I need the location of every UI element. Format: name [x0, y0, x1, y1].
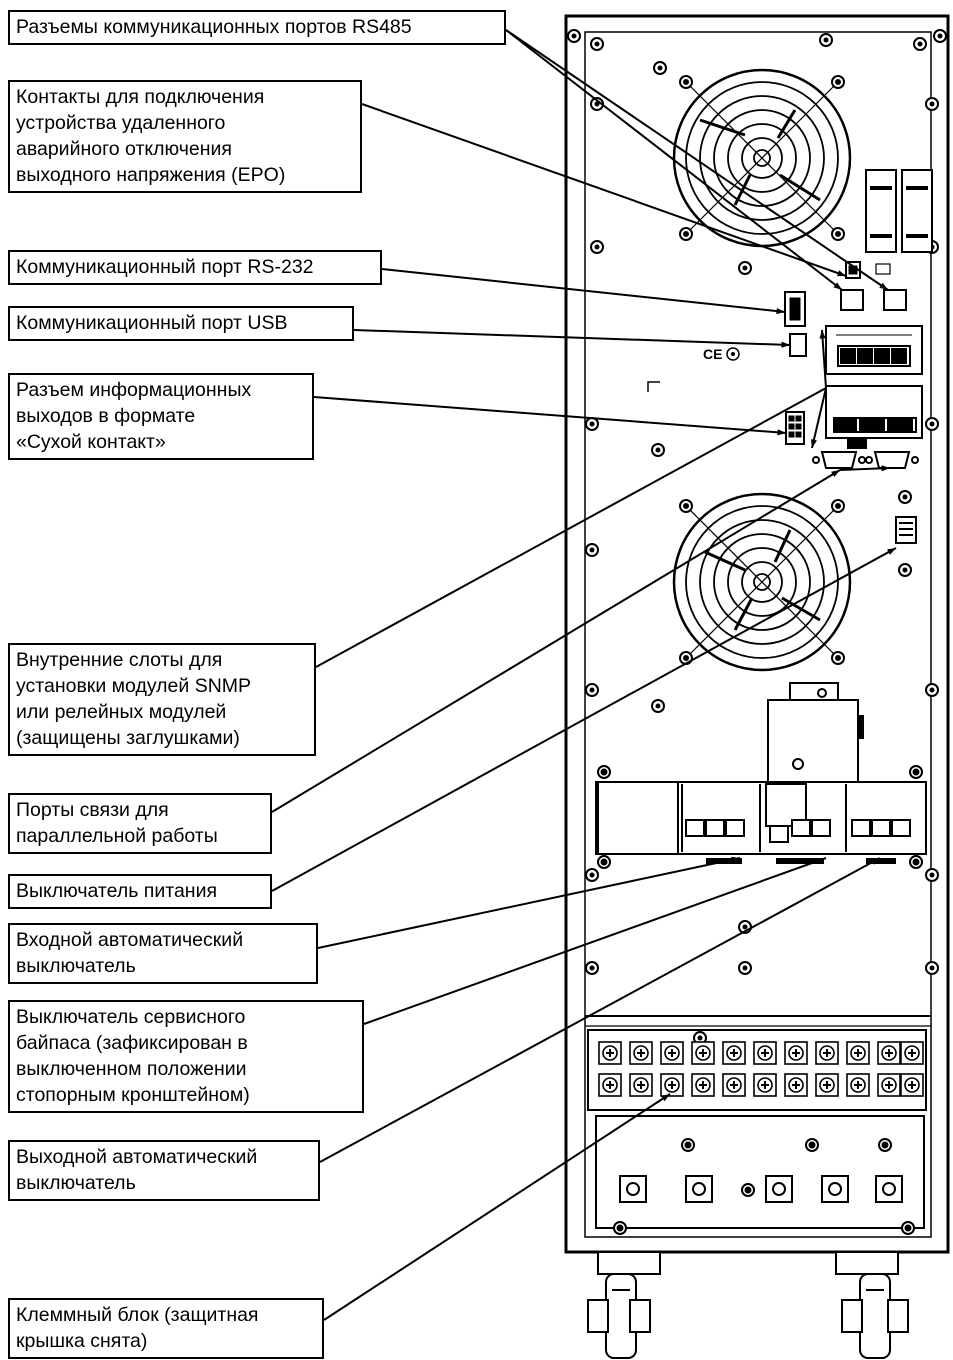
leader-rs485-arrowhead [879, 282, 888, 290]
breaker-panel [595, 765, 927, 869]
leader-terminal-arrowhead [661, 1094, 670, 1102]
rs485-ports [840, 289, 907, 311]
leader-input-breaker [317, 857, 741, 949]
leader-dry-contact [313, 396, 787, 434]
leader-bypass-arrowhead [817, 857, 826, 864]
leader-bypass [363, 857, 827, 1025]
callout-rs485-ports: Разъемы коммуникационных портов RS485 [8, 10, 506, 45]
ce-mark-text: CE [703, 346, 722, 362]
ce-mark: CE [703, 346, 740, 362]
callout-epo-contacts: Контакты для подключения устройства удал… [8, 80, 362, 193]
leader-input-breaker-arrowhead [731, 856, 740, 863]
leader-snmp-slots-b-arrowhead [810, 439, 817, 448]
communication-slot-upper [825, 325, 923, 375]
lower-fan [672, 492, 852, 672]
dry-contact-connector [785, 411, 805, 445]
callout-power-switch: Выключатель питания [8, 874, 272, 909]
leader-rs232-arrowhead [776, 308, 785, 315]
leader-snmp-slots-c [821, 329, 827, 389]
parallel-ports [812, 451, 919, 469]
leader-usb-arrowhead [781, 341, 790, 348]
power-switch [895, 516, 917, 544]
leader-snmp-slots-c-arrowhead [819, 330, 826, 339]
terminal-block [587, 1029, 927, 1111]
left-caster [587, 1251, 661, 1359]
callout-output-breaker: Выходной автоматический выключатель [8, 1140, 320, 1201]
leader-output-breaker [319, 857, 881, 1163]
leader-power-switch [271, 547, 897, 892]
leader-rs485 [505, 29, 889, 291]
usb-port [789, 333, 807, 357]
callout-rs232-port: Коммуникационный порт RS-232 [8, 250, 382, 285]
leader-dry-contact-arrowhead [777, 429, 786, 436]
leader-terminal [323, 1093, 671, 1321]
leader-snmp-slots-a [315, 387, 827, 668]
callout-snmp-slots: Внутренние слоты для установки модулей S… [8, 643, 316, 756]
communication-slot-lower [825, 385, 923, 449]
callout-usb-port: Коммуникационный порт USB [8, 306, 354, 341]
callout-parallel-ports: Порты связи для параллельной работы [8, 793, 272, 854]
right-caster [835, 1251, 909, 1359]
leader-snmp-slots-b [811, 387, 827, 449]
leader-power-switch-arrowhead [887, 548, 896, 555]
cable-glands [595, 1115, 925, 1235]
callout-terminal-block: Клеммный блок (защитная крышка снята) [8, 1298, 324, 1359]
callout-dry-contact: Разъем информационных выходов в формате … [8, 373, 314, 460]
leader-rs485-b-arrowhead [833, 282, 842, 290]
leader-epo-arrowhead [837, 270, 846, 277]
leader-usb [353, 329, 791, 346]
leader-output-breaker-arrowhead [871, 858, 880, 865]
leader-rs232 [381, 268, 786, 313]
leader-epo [361, 103, 847, 277]
slot-cover-plates [865, 169, 933, 253]
callout-bypass-switch: Выключатель сервисного байпаса (зафиксир… [8, 1000, 364, 1113]
rs232-port [784, 291, 806, 327]
bypass-locking-bracket [767, 682, 864, 783]
upper-fan [672, 68, 852, 248]
corner-mark [647, 381, 660, 392]
leader-rs485-b [505, 29, 843, 291]
callout-input-breaker: Входной автоматический выключатель [8, 923, 318, 984]
leader-parallel-b-arrowhead [881, 465, 890, 472]
leader-parallel-a [271, 469, 841, 813]
leader-lines [271, 29, 897, 1321]
leader-parallel-a-arrowhead [831, 470, 840, 478]
